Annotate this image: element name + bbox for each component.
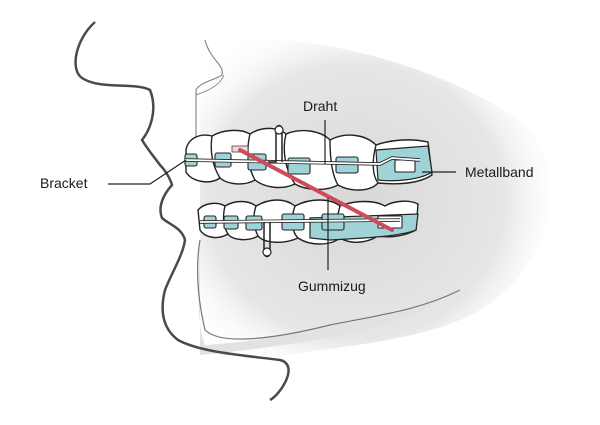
label-gummizug: Gummizug (298, 278, 366, 294)
elastic-band (231, 145, 394, 232)
bracket-leader-line (108, 159, 187, 185)
label-bracket: Bracket (40, 175, 88, 191)
label-metallband: Metallband (465, 164, 534, 180)
arch-wires (184, 124, 421, 258)
band-tube (394, 159, 416, 173)
face-profile (74, 21, 461, 402)
leader-lines (108, 120, 456, 270)
label-draht: Draht (303, 98, 338, 114)
bracket (287, 157, 311, 175)
